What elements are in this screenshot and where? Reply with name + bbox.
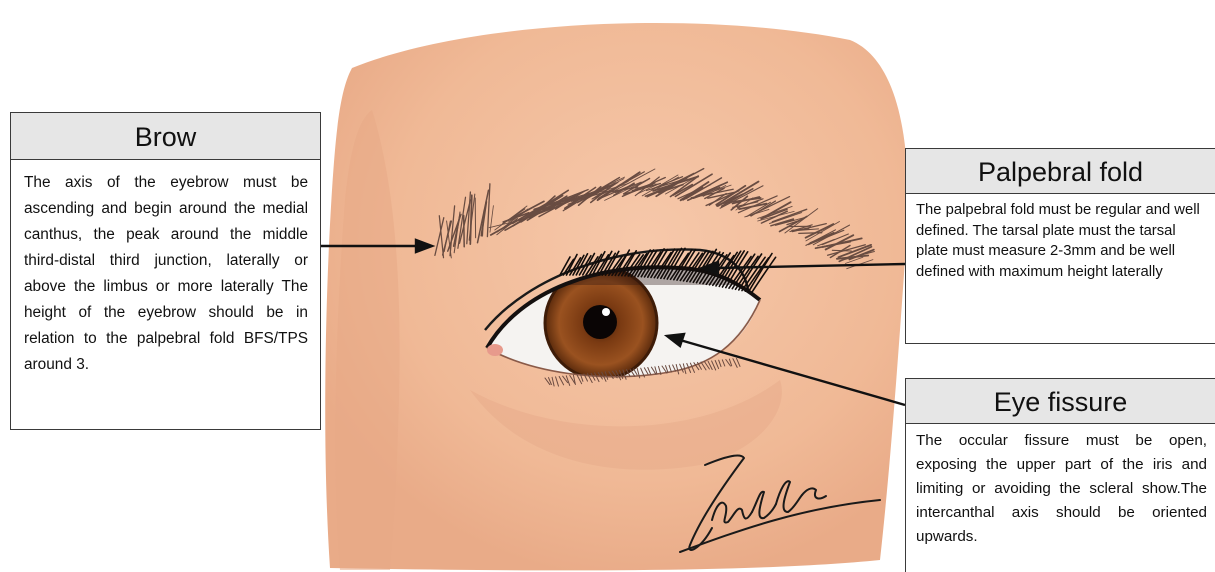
brow-callout: Brow The axis of the eyebrow must be asc…	[10, 112, 321, 430]
eyebrow-hair	[832, 250, 851, 251]
eyebrow-hair	[464, 216, 465, 247]
pupil	[583, 305, 617, 339]
palpebral-fold-title: Palpebral fold	[906, 149, 1215, 194]
palpebral-fold-callout: Palpebral fold The palpebral fold must b…	[905, 148, 1215, 344]
palpebral-fold-description: The palpebral fold must be regular and w…	[906, 194, 1215, 282]
caruncle	[487, 344, 503, 356]
eye-fissure-title: Eye fissure	[906, 379, 1215, 424]
eye-fissure-callout: Eye fissure The occular fissure must be …	[905, 378, 1215, 572]
eye-fissure-description: The occular fissure must be open, exposi…	[906, 424, 1215, 549]
brow-title: Brow	[11, 113, 320, 160]
brow-description: The axis of the eyebrow must be ascendin…	[11, 160, 320, 378]
